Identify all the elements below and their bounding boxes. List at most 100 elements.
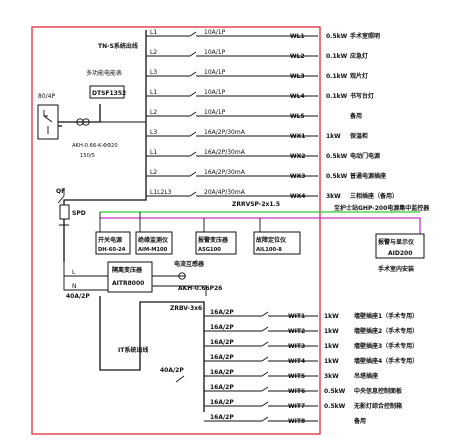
- it-breaker-rating: 16A/2P: [210, 339, 234, 346]
- tn-phase-label: L3: [150, 69, 157, 76]
- tn-circuit-id: WX4: [290, 193, 305, 200]
- it-feeder-top: 40A/2P: [66, 293, 90, 300]
- tn-phase-label: L2: [150, 169, 157, 176]
- tn-breaker-rating: 10A/1P: [204, 89, 226, 96]
- tn-phase-label: L2: [150, 49, 157, 56]
- it-circuit-id: WIT4: [288, 358, 305, 365]
- ct2-symbol: [178, 272, 186, 280]
- it-feeder-switch: [175, 375, 185, 383]
- transformer-box: [107, 261, 153, 293]
- monitor-title: 开关电源: [98, 236, 122, 244]
- it-circuit-row: 16A/2P WIT4 1kW 墙壁插座4（手术专用）: [204, 354, 418, 365]
- tn-phase-label: L2: [150, 109, 157, 116]
- inlet-switch-symbol: [43, 110, 53, 134]
- spd-box: [59, 204, 70, 220]
- enclosure-frame: [31, 26, 321, 435]
- tn-breaker-symbol: [189, 31, 197, 37]
- tn-phase-label: L3: [150, 129, 157, 136]
- it-breaker-symbol: [261, 356, 269, 362]
- tn-breaker-symbol: [189, 111, 197, 117]
- tn-circuit-load: 0.5kW: [326, 153, 348, 160]
- it-circuit-desc: 墙壁插座2（手术专用）: [354, 327, 418, 335]
- tn-circuit-desc: 电动门电源: [350, 152, 380, 160]
- transformer-n: N: [72, 283, 77, 290]
- it-breaker-rating: 16A/2P: [210, 324, 234, 331]
- it-circuit-load: 3kW: [324, 373, 339, 380]
- it-breaker-rating: 16A/2P: [210, 354, 234, 361]
- tn-breaker-symbol: [189, 51, 197, 57]
- bus-to-center: 至护士站GHP-200电源集中监控器: [334, 204, 430, 212]
- monitor-title: 绝缘监测仪: [138, 236, 169, 244]
- it-circuit-load: 1kW: [324, 313, 339, 320]
- it-circuit-load: 1kW: [324, 358, 339, 365]
- meter-box: [89, 85, 125, 99]
- ct2-title: 电流互感器: [174, 260, 205, 268]
- it-circuit-load: 0.5kW: [324, 388, 346, 395]
- it-circuit-desc: 吊塔插座: [354, 372, 378, 380]
- tn-circuit-desc: 保温柜: [349, 132, 368, 140]
- monitor-box: [95, 231, 131, 255]
- it-circuit-desc: 中央信息控制面板: [354, 387, 403, 395]
- tn-circuit-id: WL5: [290, 113, 305, 120]
- transformer-title: 隔离变压器: [112, 266, 143, 274]
- tn-circuit-id: WL1: [290, 33, 305, 40]
- monitor-unit: 绝缘监测仪 AIM-M100: [135, 231, 173, 255]
- it-circuit-id: WIT1: [288, 313, 305, 320]
- tn-phase-label: L1: [150, 149, 157, 156]
- monitor-unit: 报警变压器 ASG100: [195, 231, 237, 255]
- tn-circuit-desc: 备用: [349, 112, 362, 120]
- tn-circuit-load: 0.5kW: [326, 173, 348, 180]
- main-bus-lower: [63, 185, 147, 262]
- it-circuit-desc: 备用: [353, 417, 366, 425]
- tn-section-title: TN-S系统出线: [98, 42, 138, 50]
- transformer-wiring: [63, 262, 207, 296]
- spd-label: SPD: [72, 210, 86, 217]
- it-breaker-symbol: [261, 371, 269, 377]
- tn-circuit-load: 0.1kW: [326, 93, 348, 100]
- qf-switch: [57, 188, 65, 204]
- tn-circuit-load: 3kW: [326, 193, 341, 200]
- it-breaker-symbol: [261, 386, 269, 392]
- tn-breaker-rating: 10A/1P: [204, 49, 226, 56]
- it-circuit-id: WIT5: [288, 373, 305, 380]
- tn-breaker-rating: 16A/2P/30mA: [204, 129, 246, 136]
- tn-phase-label: L1: [150, 29, 157, 36]
- it-circuit-id: WIT7: [288, 403, 305, 410]
- monitor-model: AIM-M100: [138, 247, 168, 253]
- bus-black: [99, 212, 261, 232]
- bus-magenta: [100, 217, 421, 234]
- it-circuit-desc: 墙壁插座4（手术专用）: [354, 357, 418, 365]
- it-breaker-symbol: [261, 326, 269, 332]
- it-breaker-symbol: [261, 341, 269, 347]
- monitor-group: 开关电源DH-60-24绝缘监测仪AIM-M100报警变压器ASG100故障定位…: [95, 231, 301, 255]
- bus-cable: ZRRVSP-2x1.5: [232, 201, 280, 208]
- qf-label: QF: [56, 188, 65, 195]
- tn-circuit-load: 0.1kW: [326, 53, 348, 60]
- tn-circuit-load: 0.5kW: [326, 33, 348, 40]
- tn-circuit-load: 0.1kW: [326, 73, 348, 80]
- it-feeder-line: [99, 296, 205, 412]
- tn-breaker-symbol: [189, 151, 197, 157]
- monitor-model: ASG100: [198, 247, 221, 253]
- it-section-title: IT系统出线: [118, 346, 148, 354]
- it-breaker-rating: 16A/2P: [210, 309, 234, 316]
- tn-circuit-id: WL2: [290, 53, 305, 60]
- tn-circuit-id: WX1: [290, 133, 305, 140]
- it-breaker-rating: 16A/2P: [210, 414, 234, 421]
- tn-circuit-load: 1kW: [326, 133, 341, 140]
- it-breaker-symbol: [261, 311, 269, 317]
- tn-circuit-desc: 普通电源插座: [350, 172, 386, 180]
- alarm-model: AID200: [388, 250, 412, 257]
- monitor-title: 报警变压器: [198, 236, 229, 244]
- tn-circuit-id: WL3: [290, 73, 305, 80]
